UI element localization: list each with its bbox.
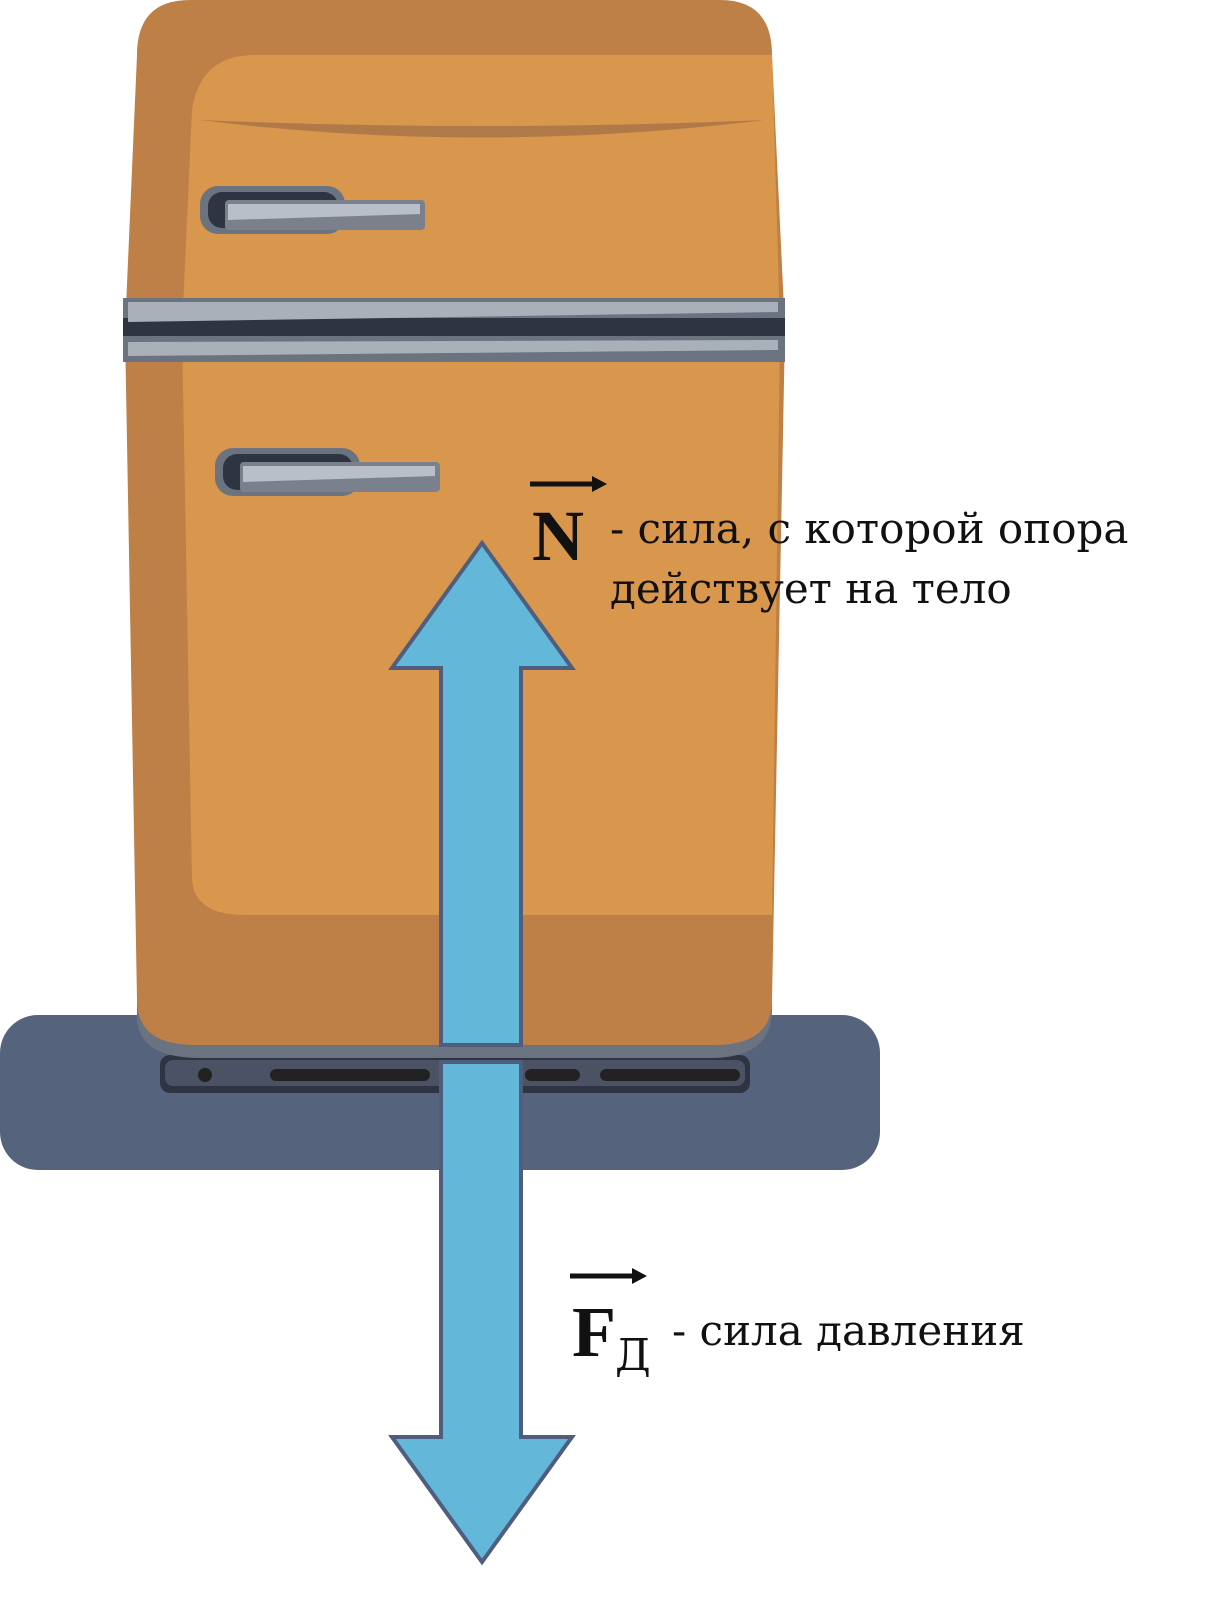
normal-force-symbol: N — [532, 496, 584, 576]
normal-force-arrow — [388, 539, 576, 1047]
normal-force-description-2: действует на тело — [610, 564, 1012, 613]
pressure-force-symbol: F — [572, 1292, 616, 1372]
pressure-force-arrow — [388, 1060, 576, 1566]
vector-arrow-icon — [570, 1268, 647, 1284]
lower-handle — [215, 448, 440, 496]
vector-arrow-icon — [530, 476, 607, 492]
upper-handle — [200, 186, 425, 234]
pressure-force-description: - сила давления — [672, 1306, 1025, 1355]
normal-force-description-1: - сила, с которой опора — [610, 504, 1128, 553]
fridge — [123, 0, 785, 1058]
pressure-force-subscript: Д — [615, 1330, 651, 1381]
